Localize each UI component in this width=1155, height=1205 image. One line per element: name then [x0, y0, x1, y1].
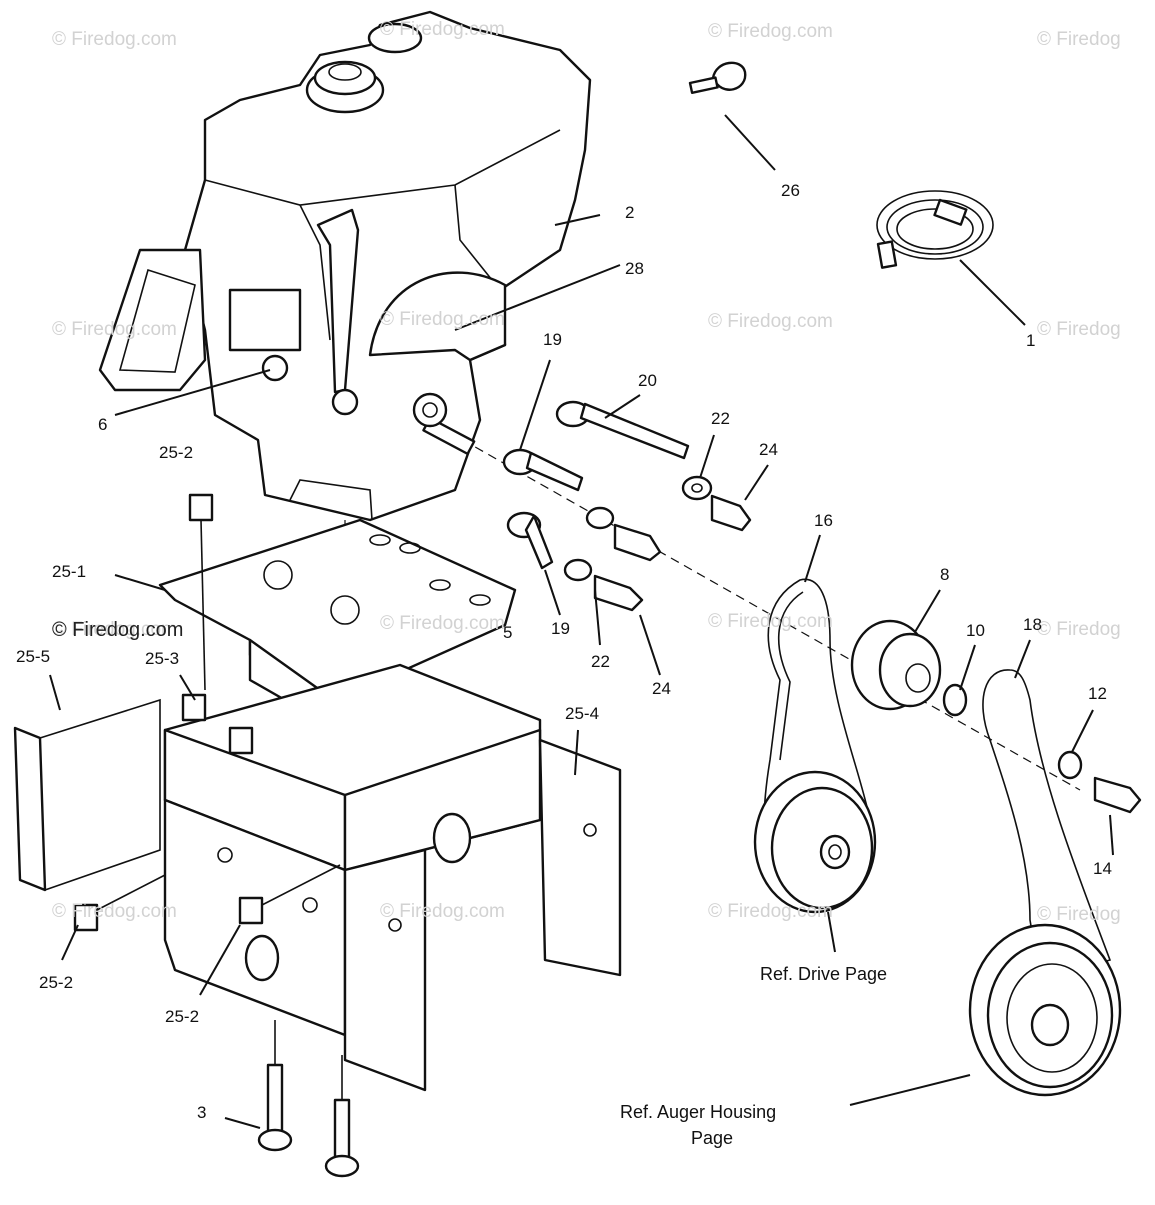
auger-belt-and-pulley	[968, 669, 1122, 1097]
watermark: © Firedog.com	[380, 901, 505, 922]
ref-drive-page: Ref. Drive Page	[760, 964, 888, 984]
watermark: © Firedog.com	[52, 319, 177, 340]
watermark: © Firedog.com	[708, 311, 833, 332]
callout-25-2-bottom: 25-2	[165, 1007, 200, 1026]
watermark: © Firedog.com	[380, 19, 505, 40]
frame-bolts	[73, 493, 341, 932]
callout-2: 2	[625, 203, 635, 222]
leader-lines	[49, 114, 1114, 1129]
callout-16: 16	[814, 511, 833, 530]
ref-auger-housing-line1: Ref. Auger Housing	[620, 1102, 777, 1122]
callout-25-4: 25-4	[565, 704, 600, 723]
callout-10: 10	[966, 621, 985, 640]
callout-25-5: 25-5	[16, 647, 51, 666]
watermark: © Firedog.com	[52, 901, 177, 922]
engine-pulley-parts	[850, 619, 1142, 814]
electric-start-cord	[876, 190, 994, 269]
callout-24-bottom: 24	[652, 679, 671, 698]
watermark: © Firedog.com	[708, 21, 833, 42]
callout-22-top: 22	[711, 409, 730, 428]
watermark: © Firedog.com	[52, 619, 177, 640]
callout-22-bottom: 22	[591, 652, 610, 671]
callout-28: 28	[625, 259, 644, 278]
callout-12: 12	[1088, 684, 1107, 703]
drive-belt-and-pulley	[753, 578, 877, 914]
callout-25-2-top: 25-2	[159, 443, 194, 462]
callout-14: 14	[1093, 859, 1112, 878]
callout-3: 3	[197, 1103, 207, 1122]
callout-5: 5	[503, 623, 513, 642]
callout-26: 26	[781, 181, 800, 200]
callout-18: 18	[1023, 615, 1042, 634]
washers-and-screws	[563, 475, 752, 612]
watermark: © Firedog	[1037, 619, 1121, 640]
ignition-key	[688, 61, 747, 94]
watermark: © Firedog.com	[380, 309, 505, 330]
engine-assembly	[98, 10, 592, 522]
ref-auger-housing-line2: Page	[691, 1128, 734, 1148]
callout-19-top: 19	[543, 330, 562, 349]
watermark: © Firedog.com	[380, 613, 505, 634]
callout-24-top: 24	[759, 440, 778, 459]
watermark: © Firedog	[1037, 904, 1121, 925]
watermark: © Firedog.com	[708, 901, 833, 922]
engine-mounting-bolts	[502, 400, 690, 570]
callout-8: 8	[940, 565, 950, 584]
watermark: © Firedog.com	[708, 611, 833, 632]
callout-25-1: 25-1	[52, 562, 87, 581]
long-bolts	[257, 1020, 360, 1178]
callout-25-2-left: 25-2	[39, 973, 74, 992]
watermark-dark: © Firedog.com	[52, 619, 184, 641]
watermark: © Firedog	[1037, 29, 1121, 50]
callout-1: 1	[1026, 331, 1036, 350]
watermark: © Firedog.com	[52, 29, 177, 50]
callout-25-3: 25-3	[145, 649, 180, 668]
watermark: © Firedog	[1037, 319, 1121, 340]
frame-side-plate	[13, 698, 161, 892]
callout-6: 6	[98, 415, 108, 434]
callout-19-bottom: 19	[551, 619, 570, 638]
callout-20: 20	[638, 371, 657, 390]
